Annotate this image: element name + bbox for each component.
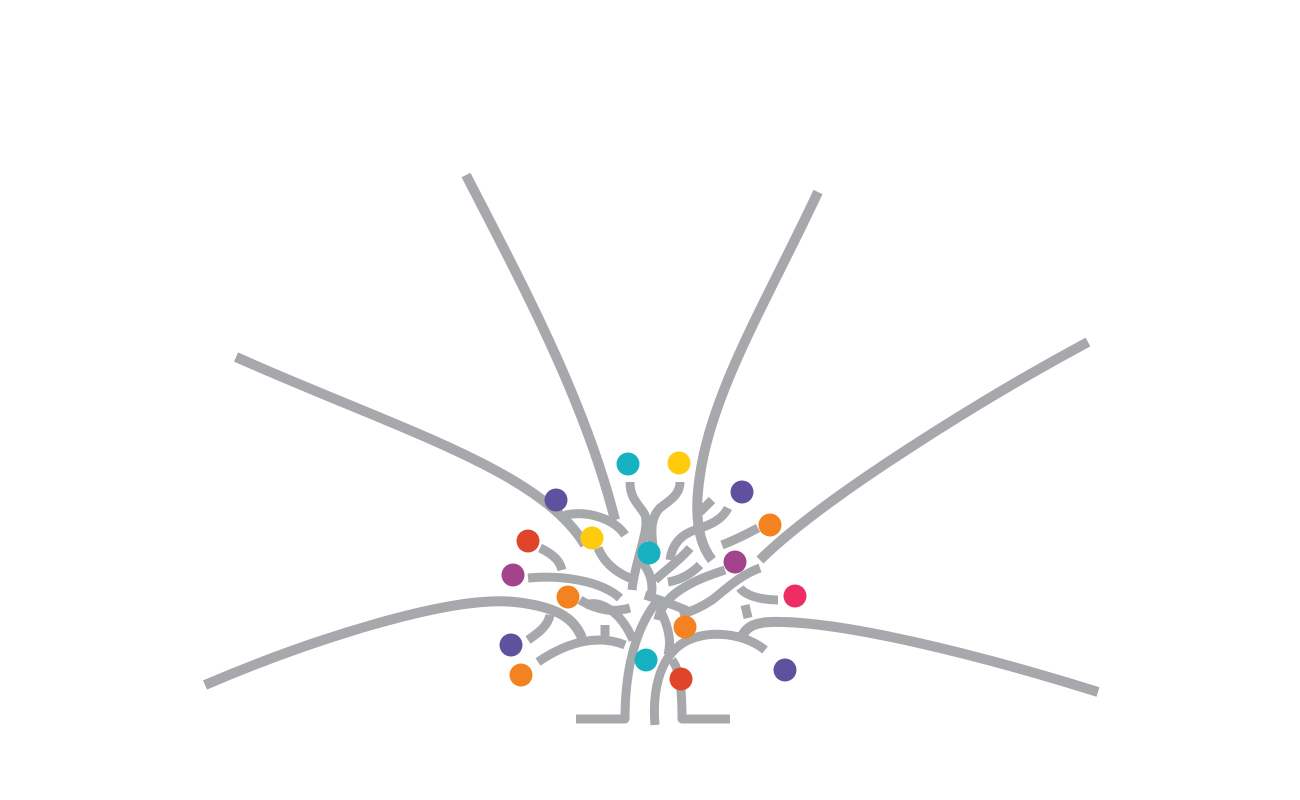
dot-pink-right [783, 584, 807, 608]
dot-magenta-left [501, 563, 525, 587]
branch-long-lower-left [203, 596, 587, 690]
branch-upper-left-purple [564, 509, 629, 538]
branch-long-upper-left [461, 172, 620, 522]
branch-right-mid-a [651, 545, 694, 584]
branch-long-right [756, 337, 1091, 564]
dot-purple-lower-left [499, 633, 523, 657]
branch-long-left [233, 352, 590, 548]
dot-purple-upper-left [544, 488, 568, 512]
branch-top-teal [625, 481, 651, 591]
branch-right-lower-tick [740, 603, 753, 620]
branch-left-orange [577, 596, 632, 615]
dot-red-left [516, 529, 540, 553]
dot-magenta-right [723, 550, 747, 574]
branch-center-cross [643, 590, 692, 617]
dot-red-lower [669, 667, 693, 691]
branch-center-orange [655, 607, 675, 657]
outer-branches [203, 172, 1100, 697]
dot-purple-upper-right [730, 480, 754, 504]
branch-mid-yellow-left [593, 546, 637, 585]
branch-lower-left-purple [525, 613, 555, 644]
dot-teal-top [616, 452, 640, 476]
branch-right-pink [736, 584, 779, 605]
dot-orange-center [673, 615, 697, 639]
branch-long-lower-right [735, 616, 1100, 697]
dots [499, 451, 807, 691]
trunk-center [649, 629, 768, 726]
branch-right-upper-purple [665, 505, 733, 561]
branch-right-upper-short [696, 496, 716, 516]
dot-orange-upper-right [758, 513, 782, 537]
dot-purple-lower-right [773, 658, 797, 682]
trunk-left [576, 594, 664, 724]
inner-branches [525, 481, 779, 726]
branch-right-mid-b [667, 561, 704, 587]
branch-left-red [538, 543, 567, 572]
dot-teal-lower [634, 648, 658, 672]
branch-left-magenta [527, 572, 624, 602]
branch-long-upper-right [692, 189, 823, 564]
dot-orange-left [556, 585, 580, 609]
branch-right-orange-top [720, 524, 761, 550]
dot-yellow-top [667, 451, 691, 475]
branch-lower-left-orange [535, 635, 627, 666]
dot-teal-center [637, 541, 661, 565]
dot-orange-lower-left [509, 663, 533, 687]
dot-yellow-left [580, 526, 604, 550]
